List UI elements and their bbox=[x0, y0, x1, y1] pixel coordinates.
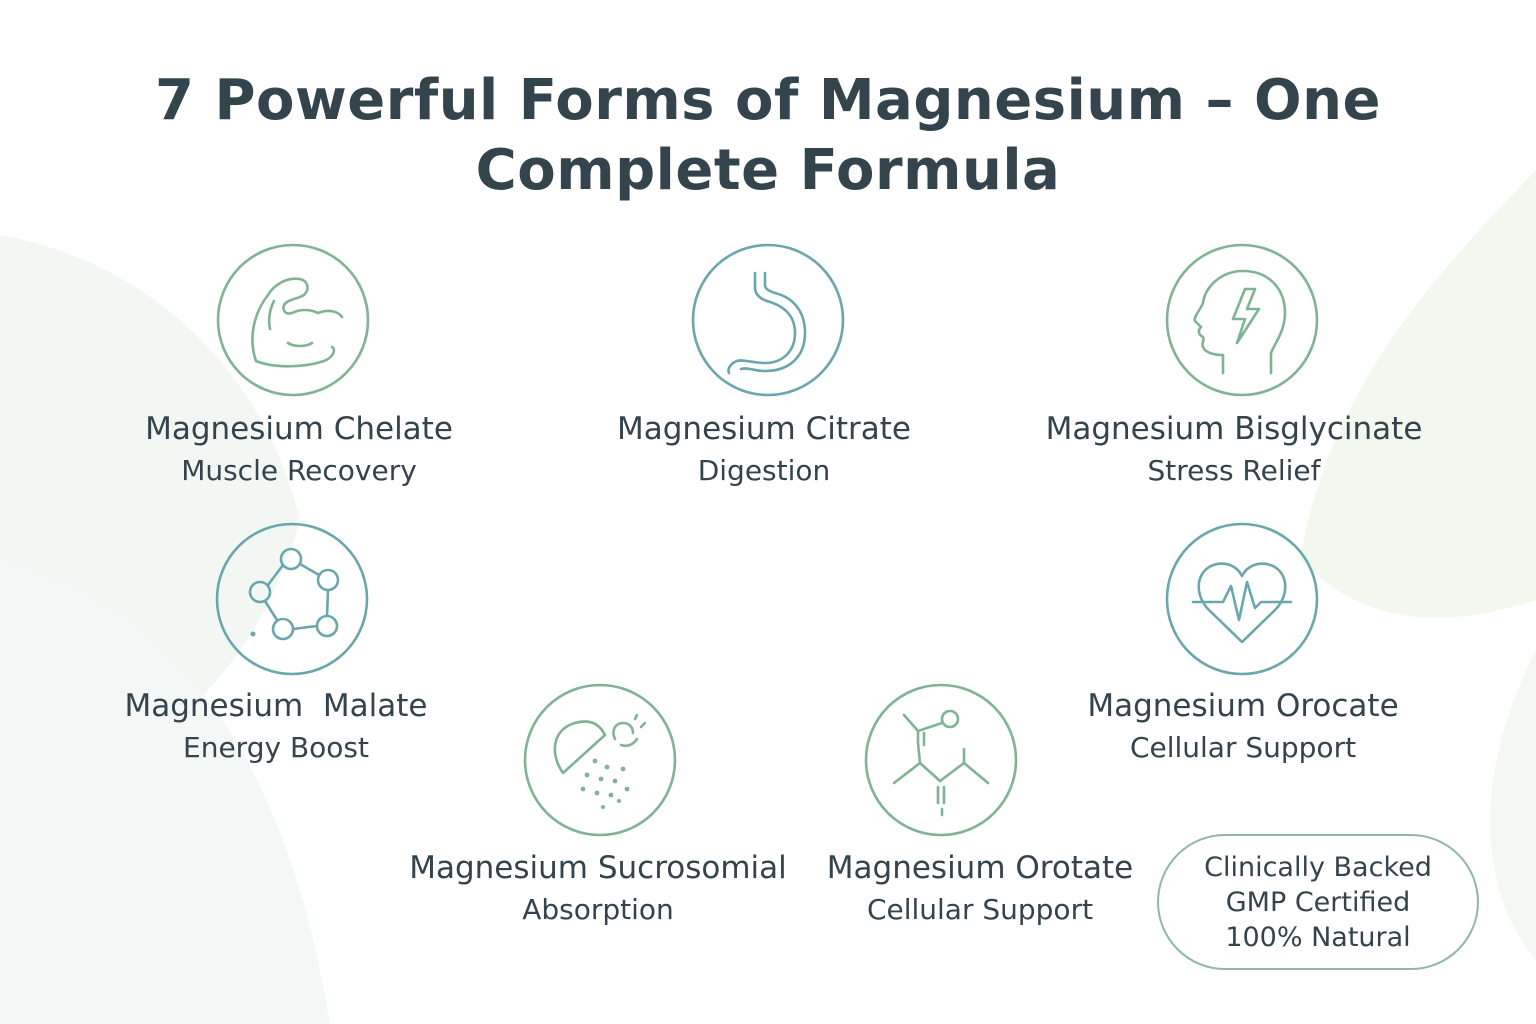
capsule-particles-icon bbox=[523, 683, 677, 837]
form-benefit: Energy Boost bbox=[183, 731, 369, 764]
form-benefit: Digestion bbox=[697, 454, 831, 487]
form-name: Magnesium Orocate bbox=[1087, 688, 1399, 724]
form-card-bisglycinate: Magnesium Bisglycinate Stress Relief bbox=[1004, 409, 1464, 491]
form-name: Magnesium Bisglycinate bbox=[1045, 411, 1423, 447]
flexed-bicep-icon bbox=[216, 243, 370, 397]
molecule-structure-icon bbox=[864, 683, 1018, 837]
form-card-orocate: Magnesium Orocate Cellular Support bbox=[1013, 686, 1473, 768]
form-benefit: Cellular Support bbox=[866, 893, 1094, 926]
form-card-malate: Magnesium Malate Energy Boost bbox=[46, 686, 506, 768]
molecule-ring-icon bbox=[215, 522, 369, 676]
badge-line-gmp-certified: GMP Certified bbox=[1225, 886, 1411, 918]
certification-badge: Clinically Backed GMP Certified 100% Nat… bbox=[1157, 834, 1479, 970]
heart-pulse-icon bbox=[1165, 522, 1319, 676]
form-name: Magnesium Malate bbox=[124, 688, 428, 724]
form-benefit: Muscle Recovery bbox=[181, 454, 417, 487]
form-card-orotate: Magnesium Orotate Cellular Support bbox=[750, 848, 1210, 930]
form-name: Magnesium Citrate bbox=[617, 411, 911, 447]
page-title: 7 Powerful Forms of Magnesium – One Comp… bbox=[155, 68, 1381, 203]
form-card-citrate: Magnesium Citrate Digestion bbox=[534, 409, 994, 491]
form-name: Magnesium Chelate bbox=[145, 411, 453, 447]
badge-line-clinically-backed: Clinically Backed bbox=[1204, 851, 1432, 883]
form-benefit: Stress Relief bbox=[1147, 454, 1321, 487]
form-name: Magnesium Sucrosomial bbox=[409, 850, 787, 886]
form-card-chelate: Magnesium Chelate Muscle Recovery bbox=[69, 409, 529, 491]
form-card-sucrosomial: Magnesium Sucrosomial Absorption bbox=[368, 848, 828, 930]
form-benefit: Cellular Support bbox=[1129, 731, 1357, 764]
form-benefit: Absorption bbox=[522, 893, 674, 926]
form-name: Magnesium Orotate bbox=[826, 850, 1134, 886]
head-lightning-icon bbox=[1165, 243, 1319, 397]
badge-line-natural: 100% Natural bbox=[1225, 921, 1411, 953]
stomach-icon bbox=[691, 243, 845, 397]
